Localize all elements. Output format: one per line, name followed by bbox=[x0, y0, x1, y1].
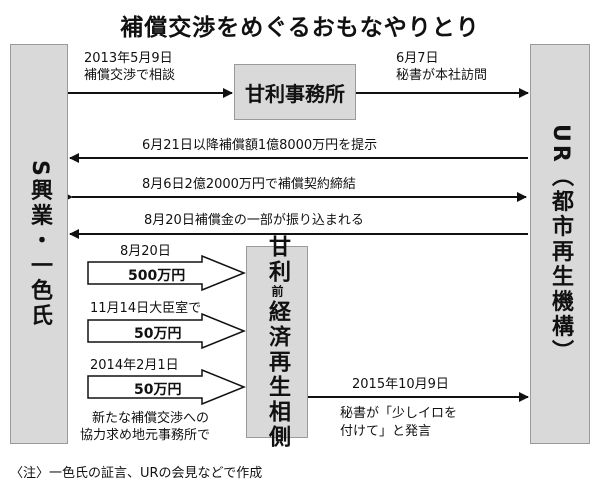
block-arrow-2 bbox=[87, 312, 246, 350]
event-payment: 8月20日補償金の一部が振り込まれる bbox=[144, 213, 364, 228]
event-offer: 6月21日以降補償額1億8000万円を提示 bbox=[142, 138, 378, 153]
entity-amari-office-label: 甘利事務所 bbox=[245, 81, 345, 106]
footnote: 〈注〉一色氏の証言、URの会見などで作成 bbox=[10, 466, 263, 481]
request-line-2: 協力求め地元事務所で bbox=[80, 428, 211, 443]
minister-name: 甘利 bbox=[265, 234, 290, 285]
event-consult-text: 補償交渉で相談 bbox=[84, 68, 176, 83]
request-line-1: 新たな補償交渉への bbox=[92, 411, 210, 426]
block-arrow-3 bbox=[87, 368, 246, 406]
entity-ur: UR（都市再生機構） bbox=[530, 44, 590, 444]
event-remark-line-1: 秘書が「少しイロを bbox=[340, 406, 458, 421]
entity-s-kogyo-label: S興業・一色氏 bbox=[27, 159, 52, 329]
payment-3-amount: 50万円 bbox=[134, 382, 182, 398]
event-remark-line-2: 付けて」と発言 bbox=[340, 424, 432, 439]
event-remark-date: 2015年10月9日 bbox=[352, 377, 449, 392]
entity-s-kogyo: S興業・一色氏 bbox=[10, 44, 68, 444]
entity-amari-office: 甘利事務所 bbox=[234, 64, 356, 120]
event-consult-date: 2013年5月9日 bbox=[84, 51, 173, 66]
payment-3-date: 2014年2月1日 bbox=[90, 358, 179, 373]
minister-role: 経済再生相側 bbox=[265, 299, 290, 450]
diagram-title: 補償交渉をめぐるおもなやりとり bbox=[120, 15, 480, 41]
event-contract: 8月6日2億2000万円で補償契約締結 bbox=[142, 177, 356, 192]
minister-former-mark: 前 bbox=[270, 284, 284, 300]
entity-amari-minister: 甘利前経済再生相側 bbox=[246, 235, 308, 450]
event-visit-text: 秘書が本社訪問 bbox=[396, 68, 488, 83]
payment-2-date: 11月14日大臣室で bbox=[90, 301, 202, 316]
entity-ur-label: UR（都市再生機構） bbox=[548, 123, 573, 365]
payment-1-date: 8月20日 bbox=[120, 244, 171, 259]
event-visit-date: 6月7日 bbox=[396, 51, 439, 66]
entity-amari-minister-label: 甘利前経済再生相側 bbox=[261, 235, 293, 450]
payment-1-amount: 500万円 bbox=[128, 268, 186, 284]
payment-2-amount: 50万円 bbox=[134, 326, 182, 342]
block-arrow-1 bbox=[87, 254, 246, 292]
